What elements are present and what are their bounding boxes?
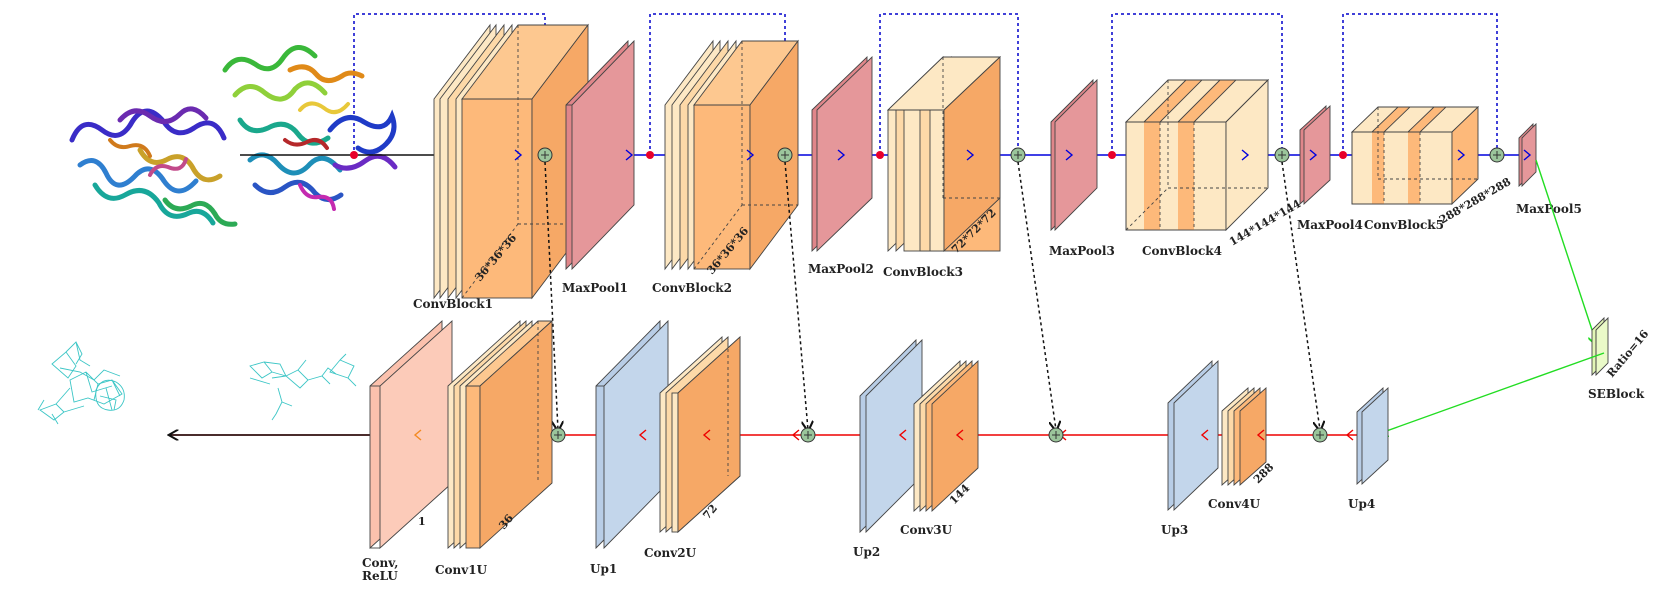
up1 — [595, 319, 669, 550]
dec-sum-node-1 — [550, 427, 566, 443]
up3-label: Up3 — [1161, 523, 1188, 537]
convblock1-label: ConvBlock1 — [413, 297, 493, 311]
se-output-link — [1378, 352, 1605, 434]
conv1u-label: Conv1U — [435, 563, 488, 577]
up1-label: Up1 — [590, 562, 617, 576]
sum-node-4 — [1274, 147, 1290, 163]
final-label-line1: Conv, — [362, 556, 398, 570]
seblock — [1591, 316, 1609, 377]
se-input-link — [1535, 159, 1597, 345]
residual-skip-4 — [1111, 13, 1283, 155]
dec-sum-node-4 — [1312, 427, 1328, 443]
conv4u-label: Conv4U — [1208, 497, 1261, 511]
conv3u-label: Conv3U — [900, 523, 953, 537]
sum-node-5 — [1489, 147, 1505, 163]
residual-skip-5 — [1342, 13, 1498, 155]
branch-points — [350, 151, 1347, 159]
convblock4 — [1124, 78, 1270, 232]
final-flow-arrow — [413, 429, 422, 441]
maxpool2 — [811, 55, 873, 253]
final-dim: 1 — [418, 515, 426, 528]
mesh-wireframe-icon — [37, 341, 125, 425]
sum-node-2 — [777, 147, 793, 163]
seblock-ratio: Ratio=16 — [1604, 327, 1651, 380]
dec-sum-node-2 — [800, 427, 816, 443]
seblock-label: SEBlock — [1588, 387, 1645, 401]
maxpool5 — [1518, 122, 1537, 188]
convblock1 — [433, 23, 589, 300]
maxpool3-label: MaxPool3 — [1049, 244, 1115, 258]
conv2u-label: Conv2U — [644, 546, 697, 560]
up4 — [1356, 386, 1389, 486]
conv3u — [913, 359, 979, 513]
up2 — [859, 338, 923, 534]
encoder-decoder-skips — [544, 161, 1320, 430]
maxpool3 — [1050, 78, 1098, 232]
mesh-wireframe-icon — [249, 353, 357, 421]
final-conv-relu — [369, 319, 453, 550]
encoder-flow-arrows — [514, 149, 1532, 161]
conv1u — [447, 319, 554, 550]
decoder-sum-nodes — [550, 427, 1328, 443]
maxpool1 — [565, 39, 635, 271]
residual-skip-3 — [879, 13, 1019, 155]
final-label-line2: ReLU — [362, 569, 398, 583]
convblock4-label: ConvBlock4 — [1142, 244, 1222, 258]
up2-label: Up2 — [853, 545, 880, 559]
up4-label: Up4 — [1348, 497, 1375, 511]
sum-node-1 — [537, 147, 553, 163]
maxpool1-label: MaxPool1 — [562, 281, 628, 295]
conv2u — [659, 335, 741, 534]
sum-node-3 — [1010, 147, 1026, 163]
conv4u — [1221, 387, 1267, 486]
residual-skip-1 — [353, 13, 546, 150]
encoder-sum-nodes — [537, 147, 1505, 163]
maxpool2-label: MaxPool2 — [808, 262, 874, 276]
convblock2 — [664, 39, 799, 271]
convblock5 — [1350, 105, 1480, 206]
dec-sum-node-3 — [1048, 427, 1064, 443]
convblock3-label: ConvBlock3 — [883, 265, 963, 279]
convblock5-label: ConvBlock5 — [1364, 218, 1444, 232]
up3 — [1167, 359, 1219, 512]
maxpool5-label: MaxPool5 — [1516, 202, 1582, 216]
convblock2-label: ConvBlock2 — [652, 281, 732, 295]
maxpool4-label: MaxPool4 — [1297, 218, 1363, 232]
protein-ribbon-icon — [69, 45, 398, 227]
